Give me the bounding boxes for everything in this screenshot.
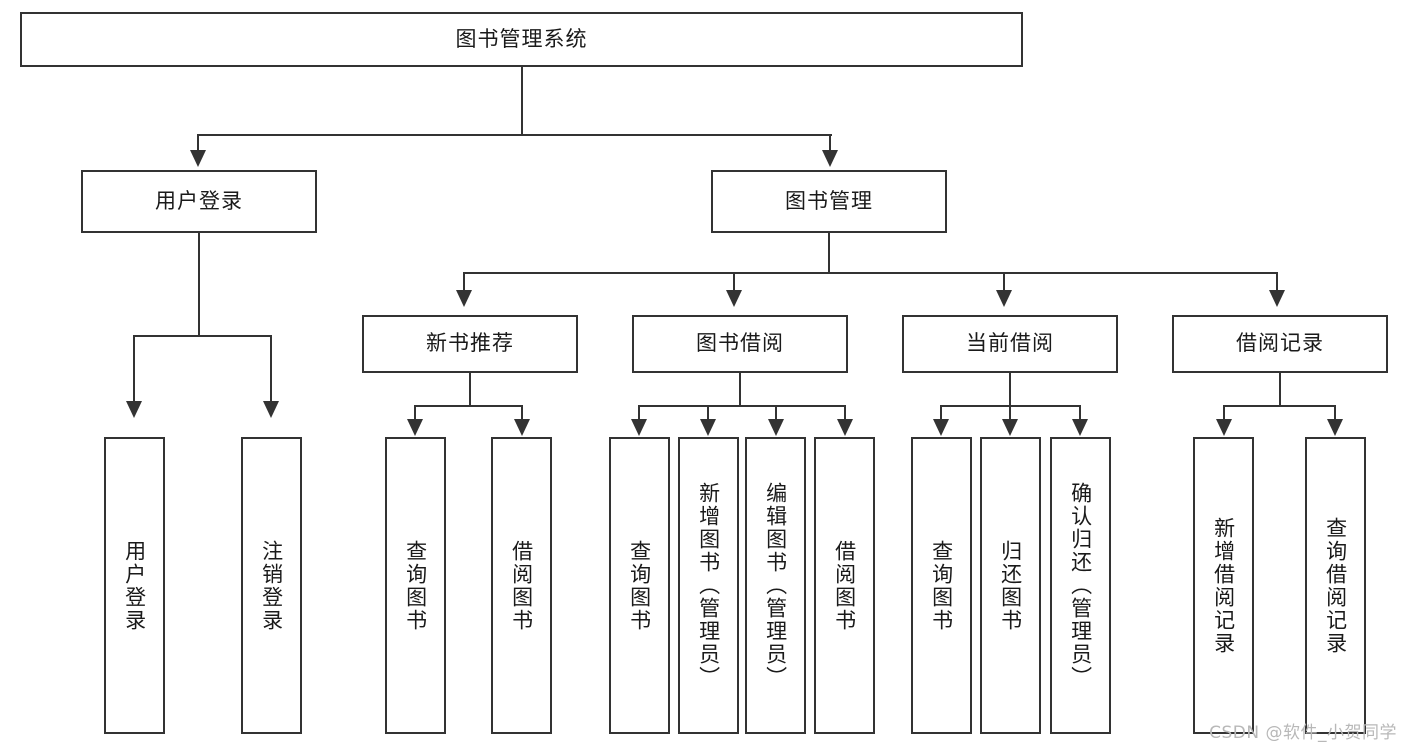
- leaf-borrow-book[interactable]: 借阅图书: [814, 437, 875, 734]
- edge-to-book-borrow: [733, 272, 735, 292]
- edge-user-login-bus: [134, 335, 272, 337]
- node-new-book-recommend[interactable]: 新书推荐: [362, 315, 578, 373]
- arrow-to-book-borrow: [726, 290, 742, 307]
- edge-to-current-borrow: [1003, 272, 1005, 292]
- edge-user-login-child-1: [133, 335, 135, 403]
- arrow-new-book-recommend-child-1: [407, 419, 423, 436]
- arrow-current-borrow-child-2: [1002, 419, 1018, 436]
- leaf-query-borrow-record[interactable]: 查询借阅记录: [1305, 437, 1366, 734]
- node-label: 查询图书: [929, 539, 954, 632]
- edge-borrow-record-child-2: [1334, 405, 1336, 421]
- arrow-to-new-book-recommend: [456, 290, 472, 307]
- edge-current-borrow-child-2: [1009, 405, 1011, 421]
- edge-book-borrow-bus: [639, 405, 846, 407]
- edge-current-borrow-child-3: [1079, 405, 1081, 421]
- leaf-confirm-return-admin[interactable]: 确认归还（管理员）: [1050, 437, 1111, 734]
- edge-borrow-record-child-1: [1223, 405, 1225, 421]
- edge-book-borrow-child-2: [707, 405, 709, 421]
- leaf-user-login[interactable]: 用户登录: [104, 437, 165, 734]
- edge-borrow-record-trunk: [1279, 373, 1281, 406]
- edge-book-borrow-child-1: [638, 405, 640, 421]
- edge-to-borrow-record: [1276, 272, 1278, 292]
- arrow-borrow-record-child-2: [1327, 419, 1343, 436]
- node-user-login[interactable]: 用户登录: [81, 170, 317, 233]
- arrow-current-borrow-child-3: [1072, 419, 1088, 436]
- edge-new-book-recommend-child-1: [414, 405, 416, 421]
- edge-to-user-login: [197, 134, 199, 152]
- edge-user-login-trunk: [198, 233, 200, 336]
- leaf-edit-book-admin[interactable]: 编辑图书（管理员）: [745, 437, 806, 734]
- node-root-book-management-system[interactable]: 图书管理系统: [20, 12, 1023, 67]
- node-label: 图书管理: [785, 188, 873, 213]
- arrow-book-borrow-child-4: [837, 419, 853, 436]
- leaf-query-book-current[interactable]: 查询图书: [911, 437, 972, 734]
- node-label: 编辑图书（管理员）: [763, 482, 788, 689]
- node-book-management[interactable]: 图书管理: [711, 170, 947, 233]
- watermark: CSDN @软件_小贺同学: [1209, 723, 1397, 743]
- edge-new-book-recommend-child-2: [521, 405, 523, 421]
- node-current-borrow[interactable]: 当前借阅: [902, 315, 1118, 373]
- node-book-borrow[interactable]: 图书借阅: [632, 315, 848, 373]
- arrow-to-current-borrow: [996, 290, 1012, 307]
- arrow-to-borrow-record: [1269, 290, 1285, 307]
- arrow-to-user-login: [190, 150, 206, 167]
- leaf-return-book[interactable]: 归还图书: [980, 437, 1041, 734]
- node-label: 用户登录: [155, 188, 243, 213]
- node-label: 图书借阅: [696, 331, 784, 356]
- node-label: 归还图书: [998, 539, 1023, 632]
- arrow-book-borrow-child-1: [631, 419, 647, 436]
- node-label: 图书管理系统: [455, 26, 588, 51]
- leaf-borrow-book-recommend[interactable]: 借阅图书: [491, 437, 552, 734]
- node-label: 借阅图书: [509, 539, 534, 632]
- edge-level2-bus: [198, 134, 832, 136]
- node-label: 新增借阅记录: [1211, 516, 1236, 655]
- leaf-add-borrow-record[interactable]: 新增借阅记录: [1193, 437, 1254, 734]
- node-label: 查询借阅记录: [1323, 516, 1348, 655]
- edge-new-book-recommend-trunk: [469, 373, 471, 406]
- edge-book-borrow-trunk: [739, 373, 741, 406]
- arrow-user-login-child-1: [126, 401, 142, 418]
- edge-new-book-recommend-bus: [415, 405, 523, 407]
- node-label: 确认归还（管理员）: [1068, 482, 1093, 689]
- node-borrow-record[interactable]: 借阅记录: [1172, 315, 1388, 373]
- node-label: 新增图书（管理员）: [696, 482, 721, 689]
- leaf-add-book-admin[interactable]: 新增图书（管理员）: [678, 437, 739, 734]
- leaf-query-book-borrow[interactable]: 查询图书: [609, 437, 670, 734]
- arrow-book-borrow-child-2: [700, 419, 716, 436]
- edge-to-book-management: [829, 134, 831, 152]
- node-label: 注销登录: [259, 539, 284, 632]
- edge-level3-bus: [464, 272, 1277, 274]
- leaf-logout[interactable]: 注销登录: [241, 437, 302, 734]
- edge-to-new-book-recommend: [463, 272, 465, 292]
- leaf-query-book-recommend[interactable]: 查询图书: [385, 437, 446, 734]
- arrow-borrow-record-child-1: [1216, 419, 1232, 436]
- edge-root-trunk: [521, 67, 523, 135]
- node-label: 当前借阅: [966, 331, 1054, 356]
- arrow-new-book-recommend-child-2: [514, 419, 530, 436]
- edge-book-management-trunk: [828, 233, 830, 273]
- arrow-user-login-child-2: [263, 401, 279, 418]
- node-label: 用户登录: [122, 539, 147, 632]
- arrow-book-borrow-child-3: [768, 419, 784, 436]
- arrow-current-borrow-child-1: [933, 419, 949, 436]
- edge-book-borrow-child-3: [775, 405, 777, 421]
- edge-current-borrow-bus: [941, 405, 1081, 407]
- node-label: 借阅记录: [1236, 331, 1324, 356]
- node-label: 借阅图书: [832, 539, 857, 632]
- node-label: 查询图书: [403, 539, 428, 632]
- node-label: 新书推荐: [426, 331, 514, 356]
- edge-current-borrow-trunk: [1009, 373, 1011, 406]
- edge-current-borrow-child-1: [940, 405, 942, 421]
- node-label: 查询图书: [627, 539, 652, 632]
- edge-book-borrow-child-4: [844, 405, 846, 421]
- edge-user-login-child-2: [270, 335, 272, 403]
- arrow-to-book-management: [822, 150, 838, 167]
- edge-borrow-record-bus: [1224, 405, 1336, 407]
